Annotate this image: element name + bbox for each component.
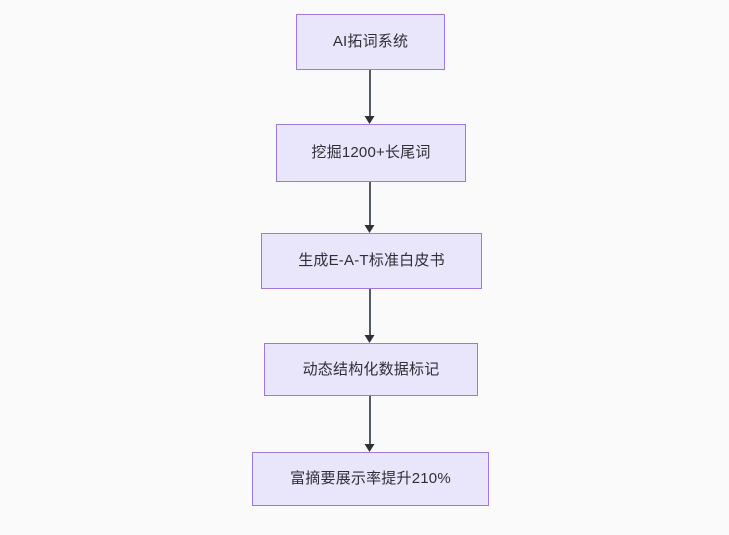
flow-node-mine-longtail-keywords[interactable]: 挖掘1200+长尾词 xyxy=(276,124,466,182)
flow-node-label: 动态结构化数据标记 xyxy=(302,360,440,378)
flow-node-rich-snippet-impression-lift[interactable]: 富摘要展示率提升210% xyxy=(252,452,489,506)
flow-node-dynamic-structured-data-markup[interactable]: 动态结构化数据标记 xyxy=(264,343,478,396)
arrow-head-icon-2 xyxy=(364,224,375,233)
flow-node-label: 挖掘1200+长尾词 xyxy=(311,144,431,161)
arrow-head-icon-3 xyxy=(364,334,375,343)
flow-node-label: AI拓词系统 xyxy=(332,33,409,50)
flow-edge-line-2 xyxy=(369,182,371,225)
flow-node-label: 富摘要展示率提升210% xyxy=(290,470,451,487)
arrow-head-icon-1 xyxy=(364,115,375,124)
flow-node-ai-keyword-system[interactable]: AI拓词系统 xyxy=(296,14,445,70)
flow-node-label: 生成E-A-T标准白皮书 xyxy=(298,252,445,269)
flow-edge-line-1 xyxy=(369,70,371,116)
flow-edge-line-3 xyxy=(369,289,371,335)
flow-node-generate-eat-whitepaper[interactable]: 生成E-A-T标准白皮书 xyxy=(261,233,482,289)
arrow-head-icon-4 xyxy=(364,443,375,452)
flow-edge-line-4 xyxy=(369,396,371,444)
